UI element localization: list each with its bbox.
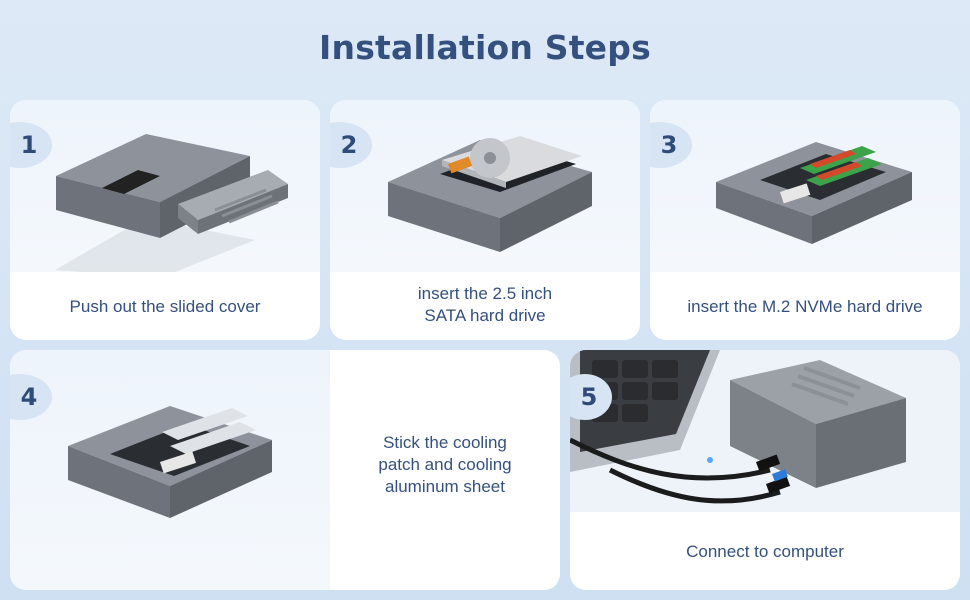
caption-line: SATA hard drive [424,306,546,325]
sata-drive-insertion-illustration [388,136,592,252]
step-4-photo [10,350,330,590]
step-5-photo [570,350,960,512]
caption-line: Push out the slided cover [69,297,261,316]
step-card-1: 1 Push out the slided cover [10,100,320,340]
caption-line: aluminum sheet [384,477,505,496]
caption-line: Stick the cooling [383,433,507,452]
step-caption: insert the M.2 NVMe hard drive [650,296,960,318]
step-card-3: 3 insert the M.2 NVMe hard drive [650,100,960,340]
m2-nvme-insertion-illustration [716,142,912,244]
step-caption: Stick the cooling patch and cooling alum… [330,432,560,498]
caption-line: insert the M.2 NVMe hard drive [687,297,923,316]
step-card-4: 4 Stick the cooling patch and cooling al… [10,350,560,590]
caption-line: insert the 2.5 inch [417,284,553,303]
cooling-sheet-illustration [68,406,272,518]
step-1-photo [10,100,320,272]
connect-to-computer-illustration [570,350,906,504]
step-caption: insert the 2.5 inch SATA hard drive [330,283,640,327]
caption-line: Connect to computer [686,542,844,561]
step-3-photo [650,100,960,272]
step-caption: Connect to computer [570,541,960,563]
step-number-badge: 1 [10,122,52,168]
caption-line: patch and cooling [378,455,512,474]
step-card-5: 5 Connect to computer [570,350,960,590]
step-number-badge: 5 [570,374,612,420]
step-caption: Push out the slided cover [10,296,320,318]
step-card-2: 2 insert the 2.5 inch SATA hard drive [330,100,640,340]
enclosure-slide-cover-illustration [55,134,288,272]
step-2-photo [330,100,640,272]
step-number-badge: 4 [10,374,52,420]
page-title: Installation Steps [319,28,651,67]
